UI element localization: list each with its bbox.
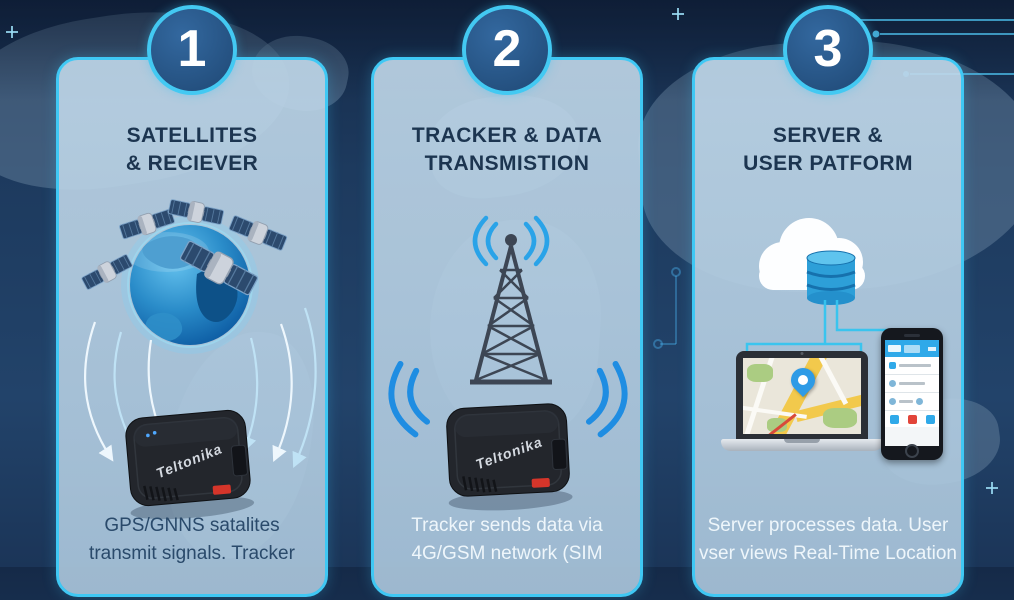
step-number-badge: 2 [462,5,552,95]
panel-tint [695,60,961,594]
sparkle-icon [986,482,998,494]
map-park [747,364,773,382]
panel-description: Tracker sends data via 4G/GSM network (S… [411,515,603,564]
laptop-camera-dot [800,352,804,355]
nav-icon-blue [889,414,899,424]
laptop-screen [736,351,868,441]
map-screen [743,358,861,434]
phone-home-button [905,444,919,458]
app-bottom-nav [885,411,939,427]
step-panel-satellites: 1 SATELLITES & RECIEVER [56,5,328,597]
map-park [767,418,787,432]
app-item-icon [889,398,896,405]
sparkle-icon [6,26,18,38]
laptop-notch [784,439,820,443]
step-number: 3 [813,20,843,78]
step-number: 1 [177,20,207,78]
app-text-bar [899,382,925,385]
panel-description: GPS/GNNS satalites transmit signals. Tra… [89,515,295,564]
step-panel-server: 3 SERVER & USER PATFORM [692,5,964,597]
battery-icon [928,346,936,351]
app-item-icon [889,380,896,387]
laptop-base [721,439,883,451]
panel-description: Server processes data. User vser views R… [699,515,957,564]
laptop-map-icon [721,351,883,451]
phone-screen [885,340,939,446]
panel-title: TRACKER & DATA TRANSMISTION [411,124,603,175]
app-logo [888,345,901,352]
sparkle-icon [672,8,684,20]
app-item-icon [916,398,923,405]
step-number-badge: 1 [147,5,237,95]
step-panel-transmission: 2 TRACKER & DATA TRANSMISTION Teltonika [371,5,643,597]
app-list-item [885,357,939,375]
smartphone-app-icon [881,328,943,460]
app-item-icon [889,362,896,369]
app-list-item [885,375,939,393]
step-number-badge: 3 [783,5,873,95]
panel-title: SATELLITES & RECIEVER [125,124,259,175]
app-list-item [885,393,939,411]
nav-icon-red [907,414,917,424]
app-header [885,340,939,357]
circuit-node-decoration [653,267,681,349]
app-text-bar [899,364,931,367]
app-title-block [904,344,920,353]
panel-title: SERVER & USER PATFORM [743,124,913,175]
app-text-bar [899,400,913,403]
step-number: 2 [492,20,522,78]
phone-speaker [904,334,920,337]
map-park [823,408,857,428]
nav-icon-blue [925,414,935,424]
